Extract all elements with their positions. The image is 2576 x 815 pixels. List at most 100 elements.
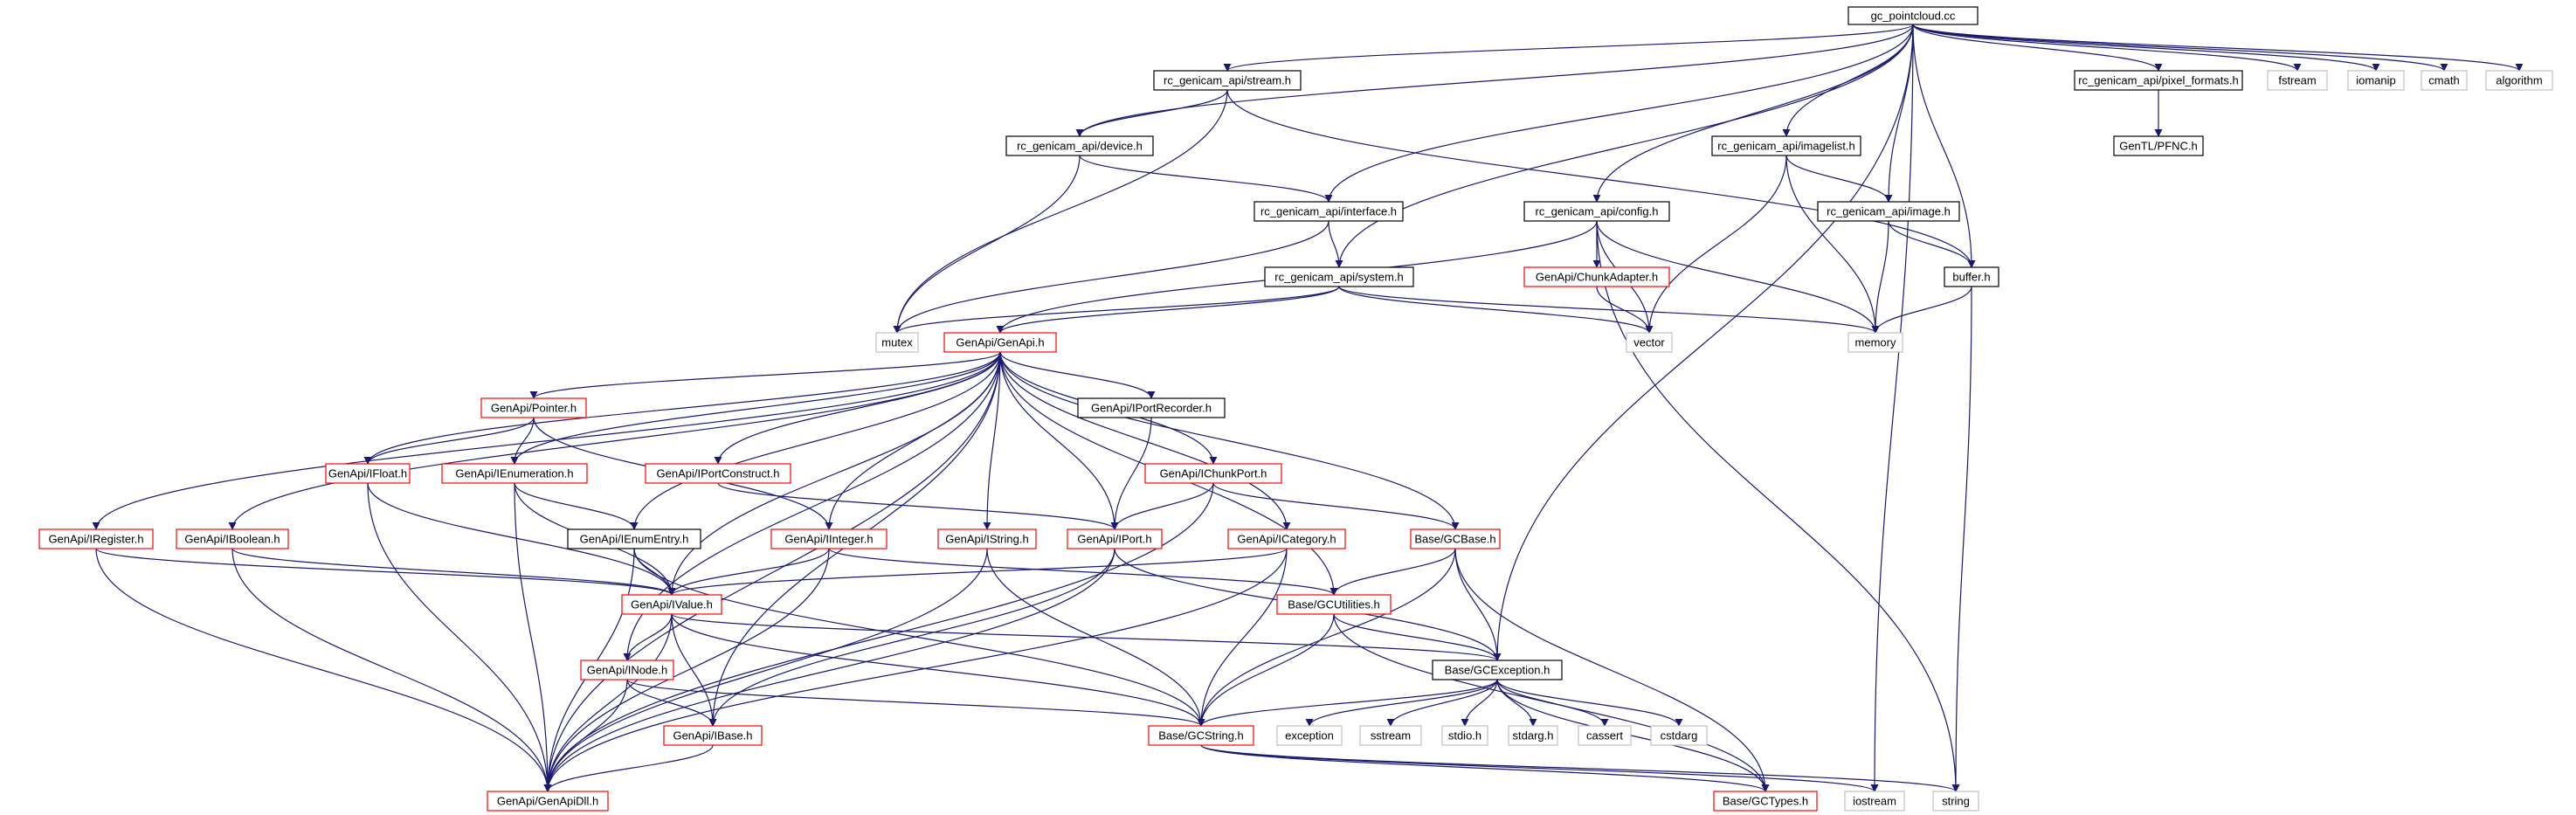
node-imagelist[interactable]: rc_genicam_api/imagelist.h	[1711, 135, 1861, 156]
node-ichunkport[interactable]: GenApi/IChunkPort.h	[1144, 463, 1282, 484]
node-label-iinteger: GenApi/IInteger.h	[784, 533, 873, 546]
node-system[interactable]: rc_genicam_api/system.h	[1264, 266, 1414, 287]
node-exception: exception	[1276, 725, 1343, 746]
edge-inode-to-gcstring	[626, 679, 1205, 727]
node-box-exception	[1276, 725, 1343, 746]
node-ienumentry[interactable]: GenApi/IEnumEntry.h	[567, 528, 701, 549]
node-device[interactable]: rc_genicam_api/device.h	[1005, 135, 1154, 156]
edge-root-to-fstream	[1912, 24, 2302, 72]
node-iinteger[interactable]: GenApi/IInteger.h	[770, 528, 887, 549]
node-iportrecorder[interactable]: GenApi/IPortRecorder.h	[1077, 397, 1226, 418]
edge-root-to-device	[1075, 24, 1914, 137]
node-iport[interactable]: GenApi/IPort.h	[1067, 528, 1163, 549]
edge-stream-to-buffer	[1226, 89, 1976, 268]
edge-gcbase-to-gcstring	[1197, 548, 1456, 727]
node-label-cmath: cmath	[2428, 74, 2459, 87]
node-iboolean[interactable]: GenApi/IBoolean.h	[176, 528, 289, 549]
edge-iport-to-genapidll	[543, 548, 1115, 792]
edge-ivalue-to-genapidll	[543, 613, 673, 792]
edge-root-to-cmath	[1912, 24, 2448, 72]
node-genapidll[interactable]: GenApi/GenApiDll.h	[487, 791, 609, 812]
node-box-gcutilities	[1276, 594, 1392, 615]
node-image[interactable]: rc_genicam_api/image.h	[1817, 201, 1960, 222]
edge-genapi-to-pointer	[529, 351, 1001, 399]
node-ibase[interactable]: GenApi/IBase.h	[663, 725, 763, 746]
node-label-istring: GenApi/IString.h	[945, 533, 1028, 546]
node-icategory[interactable]: GenApi/ICategory.h	[1227, 528, 1346, 549]
edge-genapi-to-iregister	[92, 351, 1001, 530]
node-chunkadapter[interactable]: GenApi/ChunkAdapter.h	[1523, 266, 1670, 287]
node-label-stdarg: stdarg.h	[1513, 729, 1554, 742]
edge-gcstring-to-gctypes	[1200, 744, 1770, 792]
edge-istring-to-genapidll	[543, 548, 988, 792]
node-stream[interactable]: rc_genicam_api/stream.h	[1153, 70, 1302, 91]
edge-gcbase-to-gcexception	[1454, 548, 1502, 661]
node-pointer[interactable]: GenApi/Pointer.h	[480, 397, 587, 418]
edge-image-to-buffer	[1888, 220, 1976, 268]
node-label-device: rc_genicam_api/device.h	[1017, 140, 1143, 153]
node-label-iportconstruct: GenApi/IPortConstruct.h	[657, 467, 780, 480]
node-gcstring[interactable]: Base/GCString.h	[1148, 725, 1254, 746]
edge-icategory-to-ivalue	[667, 548, 1288, 596]
node-label-genapidll: GenApi/GenApiDll.h	[497, 795, 598, 808]
node-gctypes[interactable]: Base/GCTypes.h	[1713, 791, 1818, 812]
node-box-gctypes	[1713, 791, 1818, 812]
edge-ivalue-to-inode	[623, 613, 673, 661]
edge-ienumentry-to-gcstring	[633, 548, 1205, 727]
node-iportconstruct[interactable]: GenApi/IPortConstruct.h	[645, 463, 791, 484]
node-label-genapi: GenApi/GenApi.h	[956, 336, 1044, 349]
edge-iinteger-to-genapidll	[543, 548, 830, 792]
node-label-config: rc_genicam_api/config.h	[1536, 205, 1659, 218]
node-box-sstream	[1359, 725, 1422, 746]
edge-root-to-stream	[1223, 24, 1914, 72]
node-fstream: fstream	[2267, 70, 2328, 91]
node-label-chunkadapter: GenApi/ChunkAdapter.h	[1536, 271, 1658, 284]
node-label-gcutilities: Base/GCUtilities.h	[1288, 598, 1379, 611]
node-genapi[interactable]: GenApi/GenApi.h	[943, 332, 1057, 353]
edge-inode-to-genapidll	[543, 679, 628, 792]
edge-imagelist-to-memory	[1785, 155, 1880, 334]
node-buffer[interactable]: buffer.h	[1944, 266, 1999, 287]
node-ivalue[interactable]: GenApi/IValue.h	[621, 594, 722, 615]
node-pixfmt[interactable]: rc_genicam_api/pixel_formats.h	[2074, 70, 2243, 91]
node-cmath: cmath	[2421, 70, 2468, 91]
node-gcexception[interactable]: Base/GCException.h	[1432, 660, 1563, 680]
node-cassert: cassert	[1578, 725, 1632, 746]
node-box-vector	[1626, 332, 1673, 353]
edge-interface-to-system	[1328, 220, 1343, 268]
node-box-stdio	[1441, 725, 1488, 746]
edge-gcexception-to-gcstring	[1197, 679, 1498, 727]
node-box-ienumeration	[441, 463, 588, 484]
node-ifloat[interactable]: GenApi/IFloat.h	[325, 463, 411, 484]
edge-imagelist-to-vector	[1645, 155, 1787, 334]
node-iomanip: iomanip	[2347, 70, 2405, 91]
edge-system-to-genapi	[996, 286, 1340, 334]
node-config[interactable]: rc_genicam_api/config.h	[1523, 201, 1670, 222]
node-inode[interactable]: GenApi/INode.h	[580, 660, 674, 680]
node-interface[interactable]: rc_genicam_api/interface.h	[1253, 201, 1404, 222]
node-label-iregister: GenApi/IRegister.h	[48, 533, 143, 546]
node-pfnc[interactable]: GenTL/PFNC.h	[2113, 135, 2204, 156]
node-ienumeration[interactable]: GenApi/IEnumeration.h	[441, 463, 588, 484]
node-box-iregister	[38, 528, 154, 549]
edge-ivalue-to-gcstring	[671, 613, 1205, 727]
node-iregister[interactable]: GenApi/IRegister.h	[38, 528, 154, 549]
node-istring[interactable]: GenApi/IString.h	[937, 528, 1037, 549]
node-box-algorithm	[2485, 70, 2553, 91]
node-box-config	[1523, 201, 1670, 222]
edge-icategory-to-gcstring	[1197, 548, 1288, 727]
node-box-ibase	[663, 725, 763, 746]
node-box-mutex	[875, 332, 919, 353]
edge-config-to-memory	[1596, 220, 1880, 334]
edge-root-to-gcexception	[1493, 24, 1914, 661]
node-label-fstream: fstream	[2278, 74, 2316, 87]
edge-genapi-to-ienumentry	[630, 351, 1001, 530]
node-label-pfnc: GenTL/PFNC.h	[2119, 140, 2198, 153]
node-box-iostream	[1844, 791, 1905, 812]
node-gcbase[interactable]: Base/GCBase.h	[1410, 528, 1501, 549]
node-gcutilities[interactable]: Base/GCUtilities.h	[1276, 594, 1392, 615]
edge-pointer-to-ifloat	[363, 417, 535, 465]
edge-gcexception-to-sstream	[1386, 679, 1498, 727]
edge-pointer-to-ienumeration	[510, 417, 535, 465]
edge-image-to-memory	[1871, 220, 1889, 334]
